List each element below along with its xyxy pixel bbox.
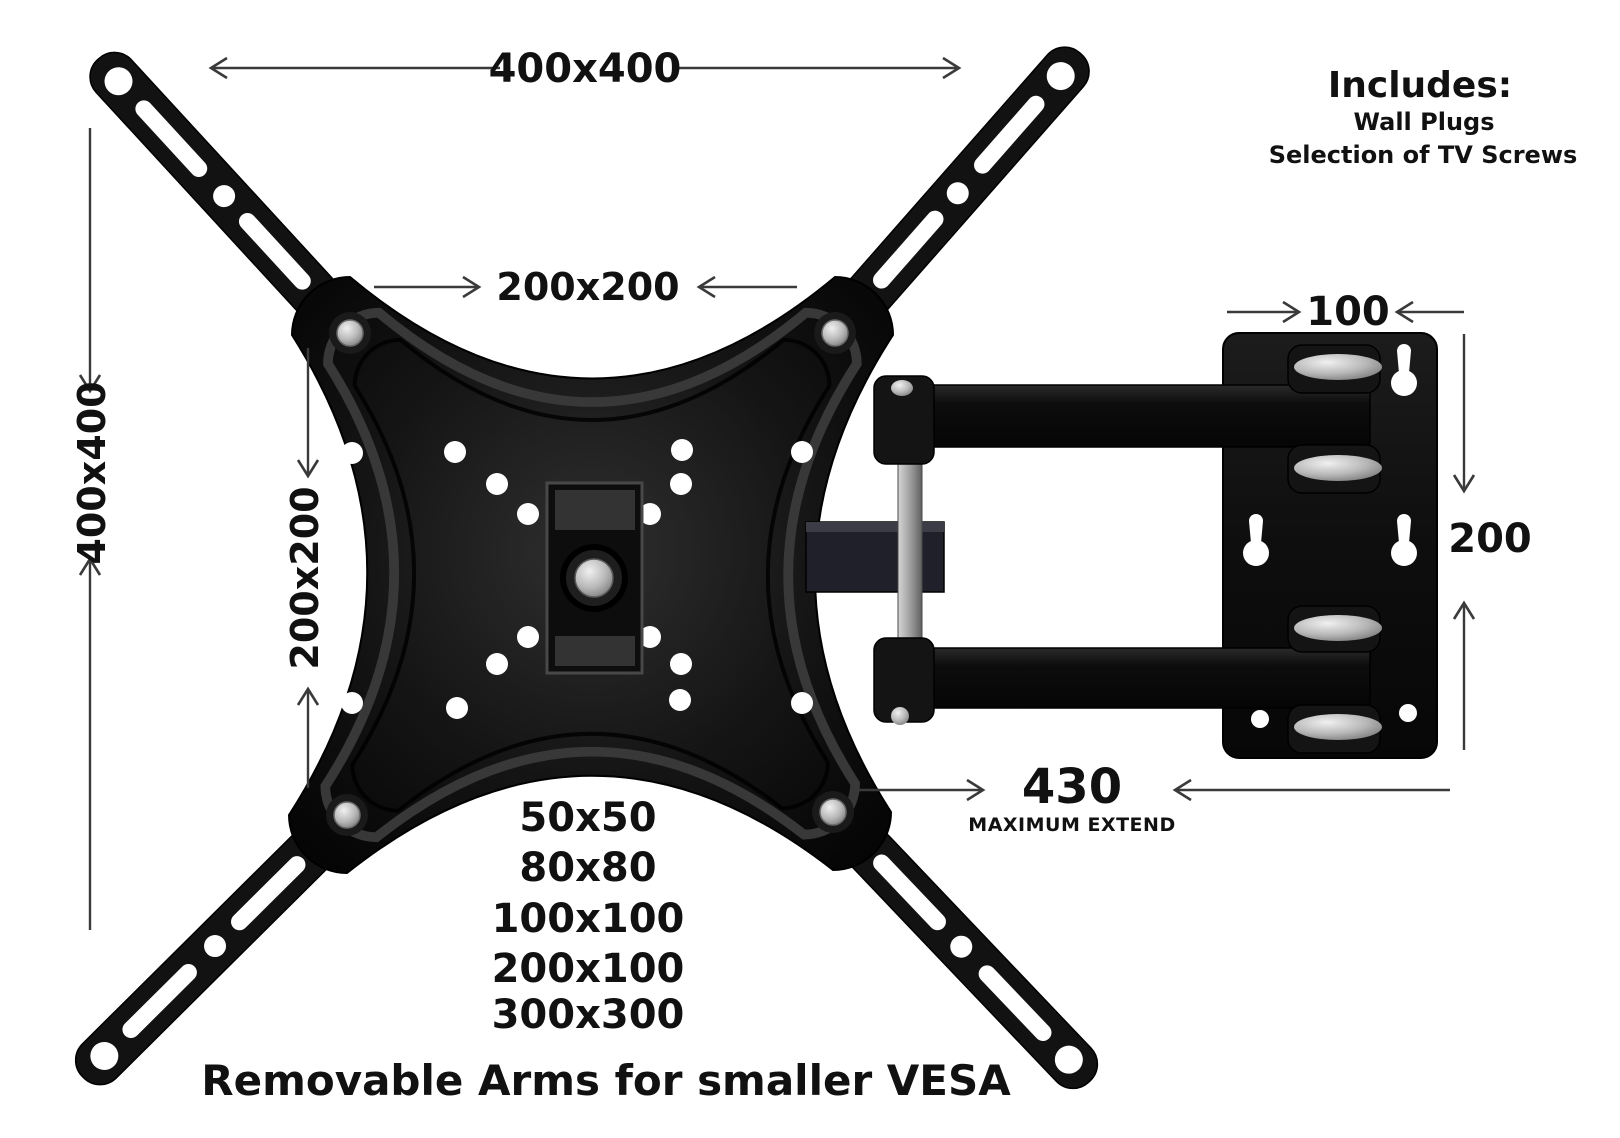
dim-top-width-label: 400x400 <box>489 46 682 92</box>
vesa-size-item: 100x100 <box>492 896 685 942</box>
max-extend-value-label: 430 <box>1022 759 1122 815</box>
vesa-size-item: 50x50 <box>519 795 656 841</box>
includes-block: Includes: Wall Plugs Selection of TV Scr… <box>1269 65 1578 169</box>
includes-item: Wall Plugs <box>1354 108 1495 136</box>
center-pivot-bolt <box>574 558 614 598</box>
footer-note: Removable Arms for smaller VESA <box>201 1056 1011 1105</box>
dim-wall-plate-width: 100 <box>1227 289 1464 335</box>
extension-arm-bottom-bar <box>884 647 1371 709</box>
arm-corner-bolts <box>326 312 856 836</box>
vesa-size-item: 200x100 <box>492 946 685 992</box>
plate-side-hinge <box>873 375 935 725</box>
includes-title: Includes: <box>1328 65 1512 106</box>
wall-side-hinge-top <box>1287 344 1382 494</box>
dim-wall-plate-height: 200 <box>1448 334 1532 750</box>
extension-arm-top-bar <box>877 384 1371 448</box>
wall-plate-height-label: 200 <box>1448 516 1532 562</box>
dim-max-extend: 430 MAXIMUM EXTEND <box>858 759 1450 836</box>
extension-arm-assembly <box>873 344 1382 754</box>
dim-inner-height-label: 200x200 <box>283 486 327 669</box>
dim-left-height: 400x400 <box>70 128 114 930</box>
max-extend-caption: MAXIMUM EXTEND <box>968 814 1175 836</box>
vesa-plate <box>287 275 895 875</box>
vesa-plate-ridge <box>320 307 862 843</box>
vesa-size-list: 50x50 80x80 100x100 200x100 300x300 <box>492 795 685 1038</box>
vesa-size-item: 80x80 <box>519 845 656 891</box>
includes-item: Selection of TV Screws <box>1269 141 1578 169</box>
dim-inner-height: 200x200 <box>283 348 327 788</box>
wall-side-hinge-bottom <box>1287 605 1382 754</box>
plate-connector-block <box>805 521 945 593</box>
vesa-plate-holes <box>341 439 813 719</box>
wall-plate-width-label: 100 <box>1306 289 1390 335</box>
wall-plate-keyholes <box>1243 344 1417 728</box>
dim-top-width: 400x400 <box>208 46 962 92</box>
tilt-bracket <box>545 481 644 675</box>
dim-left-height-label: 400x400 <box>70 381 114 564</box>
dim-inner-width: 200x200 <box>374 265 797 309</box>
vesa-size-item: 300x300 <box>492 992 685 1038</box>
vesa-plate-ridge-inner <box>350 337 832 813</box>
dim-inner-width-label: 200x200 <box>496 265 679 309</box>
